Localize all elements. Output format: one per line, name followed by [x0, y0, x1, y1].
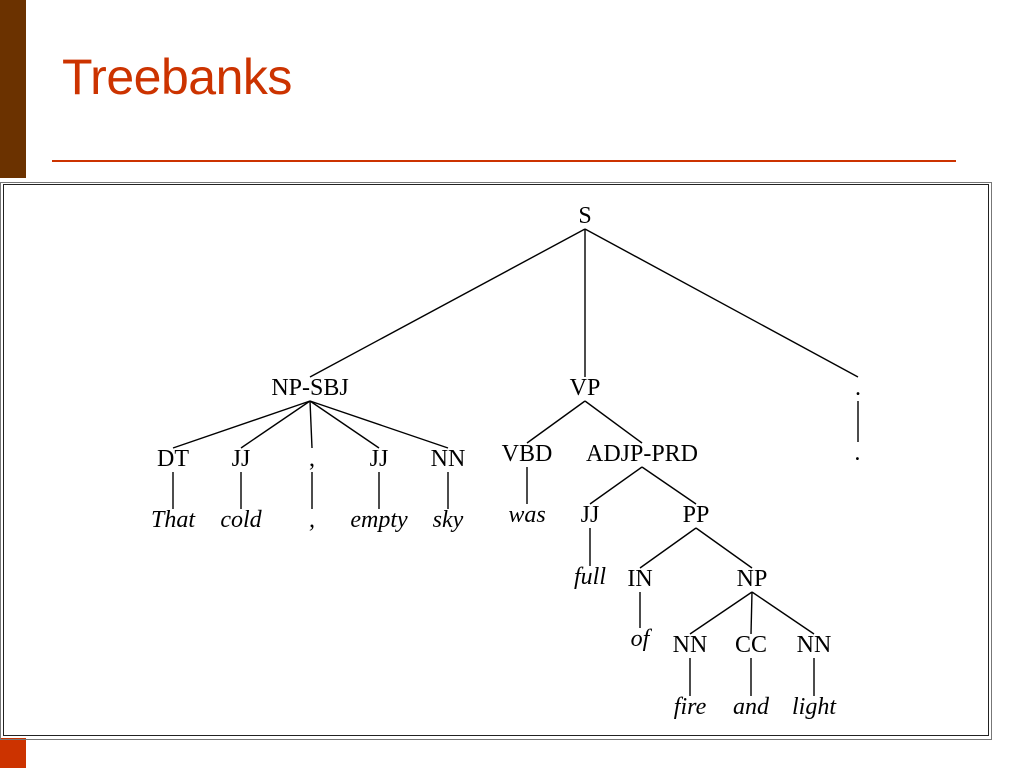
tree-frame-outer	[0, 182, 992, 740]
slide-title: Treebanks	[62, 49, 292, 105]
word-w_of: of	[631, 626, 653, 652]
node-np: NP	[737, 566, 768, 592]
node-vbd: VBD	[502, 441, 553, 467]
node-punct: .	[855, 375, 861, 401]
edge-np-to-cc	[750, 591, 753, 635]
word-w_that: That	[151, 507, 196, 533]
node-adjp-prd: ADJP-PRD	[586, 441, 698, 467]
node-nn1: NN	[431, 446, 466, 472]
edge-pp-to-in	[639, 527, 697, 569]
edge-vp-to-adjp-prd	[584, 400, 643, 444]
edge-np-to-nn2	[689, 591, 753, 635]
edge-np-sbj-to-jj2	[309, 400, 380, 449]
node-jj3: JJ	[581, 502, 600, 528]
node-nn3: NN	[797, 632, 832, 658]
node-vp: VP	[570, 375, 601, 401]
word-w_light: light	[792, 694, 837, 720]
node-nn2: NN	[673, 632, 708, 658]
word-w_fire: fire	[674, 694, 707, 720]
node-cc: CC	[735, 632, 767, 658]
node-dt: DT	[157, 446, 189, 472]
edge-s-to-np-sbj	[309, 228, 586, 378]
edge-np-sbj-to-nn1	[309, 400, 449, 449]
edge-pp-to-np	[695, 527, 753, 569]
node-jj1: JJ	[232, 446, 251, 472]
tree-frame	[3, 184, 989, 736]
node-pp: PP	[683, 502, 710, 528]
edge-np-sbj-to-dt	[172, 400, 311, 449]
word-w_was: was	[508, 502, 545, 528]
edge-np-to-nn3	[751, 591, 815, 635]
word-w_full: full	[574, 564, 606, 590]
node-jj2: JJ	[370, 446, 389, 472]
edge-s-to-punct	[584, 228, 859, 378]
node-comma: ,	[309, 446, 315, 472]
word-w_cold: cold	[220, 507, 262, 533]
word-w_period: .	[855, 440, 861, 466]
edge-np-sbj-to-comma	[309, 400, 313, 449]
edge-vp-to-vbd	[526, 400, 586, 444]
edge-adjp-prd-to-jj3	[589, 466, 643, 505]
edge-np-sbj-to-jj1	[240, 400, 311, 449]
edge-adjp-prd-to-pp	[641, 466, 697, 505]
word-w_empty: empty	[350, 507, 408, 533]
title-divider	[52, 160, 956, 162]
word-w_sky: sky	[433, 507, 464, 533]
word-w_comma: ,	[309, 507, 315, 533]
node-np-sbj: NP-SBJ	[271, 375, 348, 401]
node-in: IN	[627, 566, 652, 592]
node-s: S	[578, 203, 591, 229]
word-w_and: and	[733, 694, 770, 720]
sidebar-accent-block	[0, 738, 26, 768]
sidebar-accent-bar	[0, 0, 26, 178]
